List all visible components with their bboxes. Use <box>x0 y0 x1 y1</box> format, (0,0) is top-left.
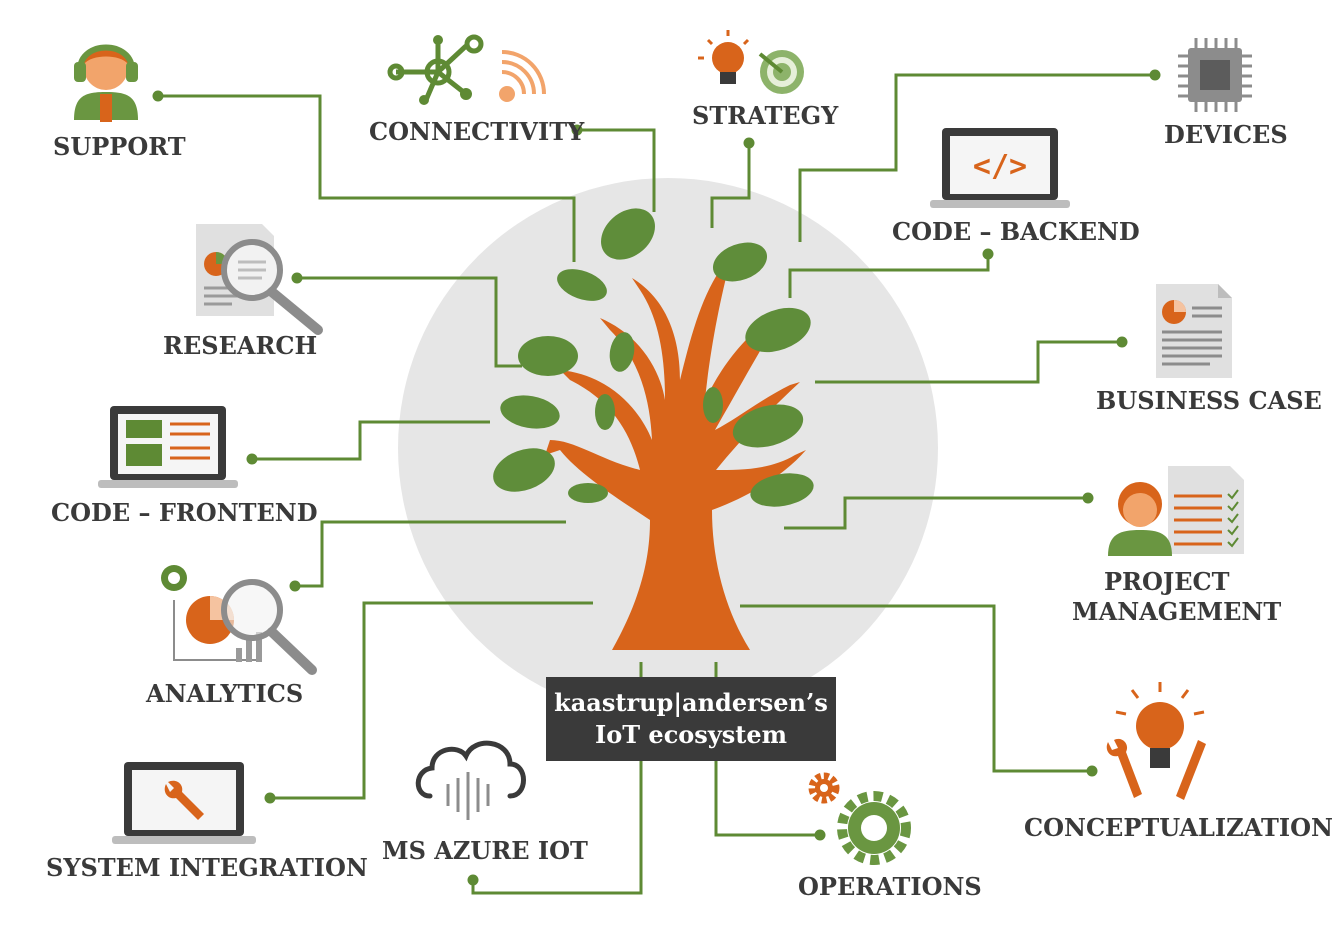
label-connectivity: CONNECTIVITY <box>369 117 585 146</box>
connector-dots <box>152 69 1161 886</box>
lightbulb-target-icon <box>698 30 804 94</box>
label-strategy: STRATEGY <box>692 101 839 130</box>
tree-icon <box>545 262 806 650</box>
label-operations: OPERATIONS <box>798 872 982 901</box>
document-chart-icon <box>1156 284 1232 378</box>
label-research: RESEARCH <box>163 331 318 360</box>
ecosystem-title-box: kaastrup|andersen’s IoT ecosystem <box>546 677 836 761</box>
analytics-magnifier-icon <box>161 565 317 675</box>
cloud-icon <box>415 740 526 820</box>
svg-text:</>: </> <box>973 149 1027 184</box>
label-conceptualization: CONCEPTUALIZATION <box>1024 813 1333 842</box>
person-checklist-icon <box>1108 466 1244 556</box>
connector-lines <box>158 73 1155 895</box>
label-code-frontend: CODE – FRONTEND <box>51 498 318 527</box>
label-devices: DEVICES <box>1164 120 1288 149</box>
title-line-2: IoT ecosystem <box>594 720 788 749</box>
chip-icon <box>1178 38 1252 112</box>
magnifier-document-icon <box>196 224 323 335</box>
label-analytics: ANALYTICS <box>146 679 304 708</box>
laptop-code-icon: </> <box>930 128 1070 208</box>
tools-lightbulb-icon <box>1106 682 1206 800</box>
network-wifi-icon <box>387 34 546 105</box>
gears-icon <box>808 772 911 865</box>
label-project: PROJECT <box>1104 567 1230 596</box>
headset-person-icon <box>74 44 138 122</box>
label-business-case: BUSINESS CASE <box>1096 386 1322 415</box>
laptop-layout-icon <box>98 406 238 488</box>
title-line-1: kaastrup|andersen’s <box>554 688 828 717</box>
tree-leaves <box>493 208 814 507</box>
label-code-backend: CODE – BACKEND <box>892 217 1140 246</box>
laptop-wrench-icon <box>112 762 256 844</box>
label-support: SUPPORT <box>53 132 186 161</box>
label-management: MANAGEMENT <box>1072 597 1282 626</box>
label-ms-azure-iot: MS AZURE IOT <box>382 836 588 865</box>
label-system-integration: SYSTEM INTEGRATION <box>46 853 368 882</box>
